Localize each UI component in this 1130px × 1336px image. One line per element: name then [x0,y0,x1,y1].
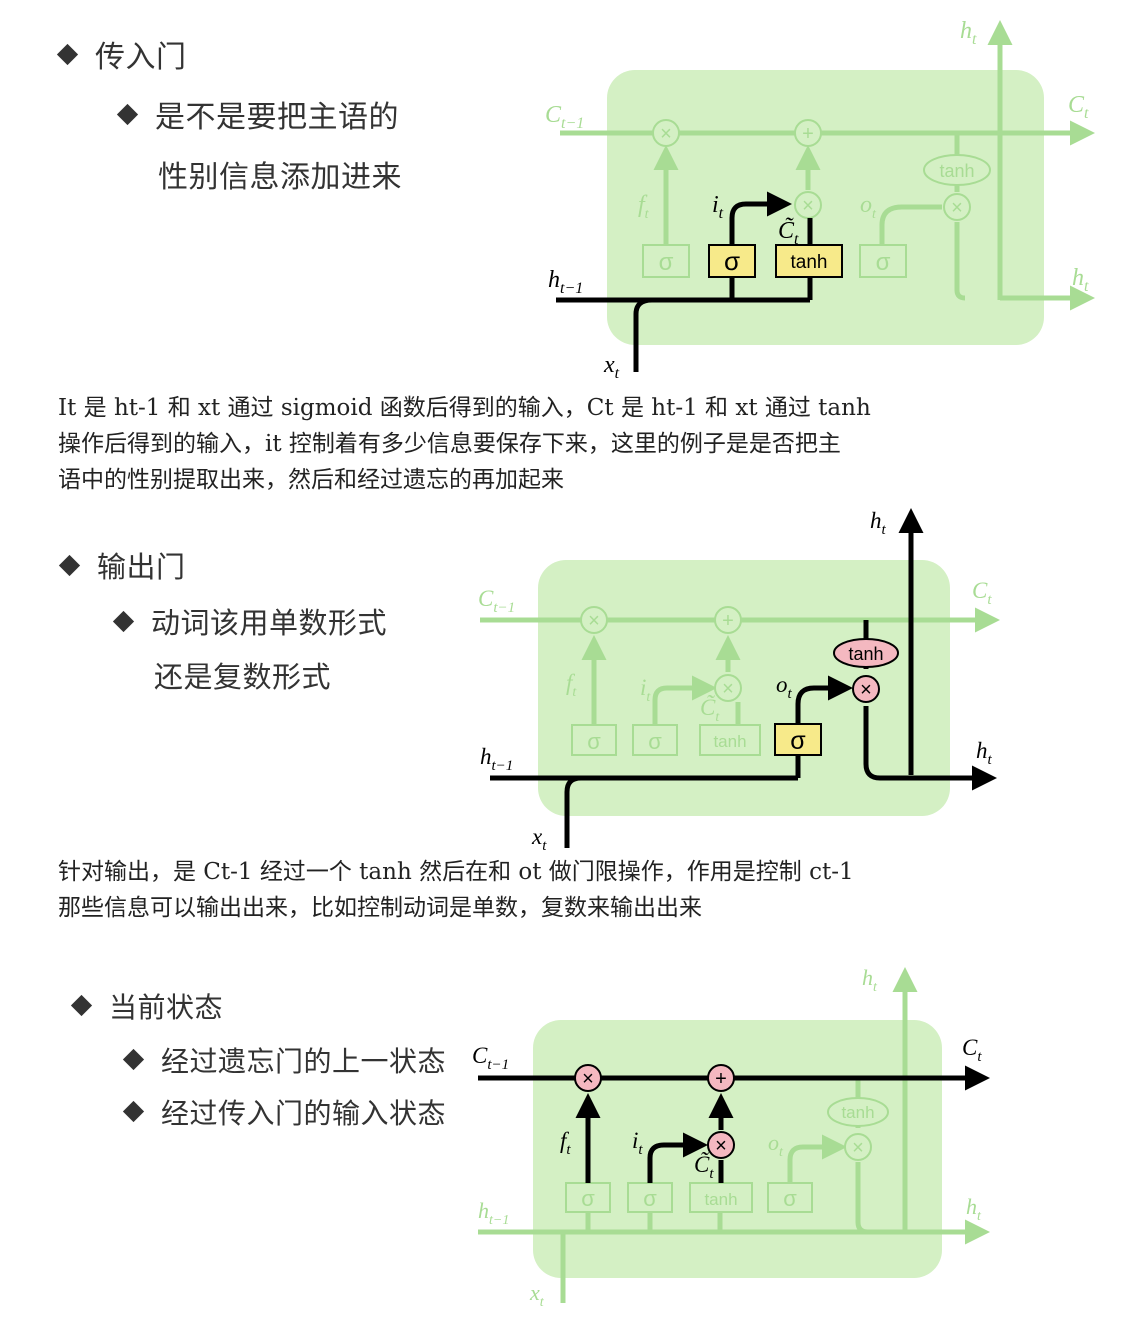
section1-caption-line1: It 是 ht-1 和 xt 通过 sigmoid 函数后得到的输入，Ct 是 … [58,395,871,421]
svg-text:ft: ft [566,670,577,700]
sigma-gate [774,723,822,756]
svg-text:tanh: tanh [841,1103,874,1122]
svg-text:σ: σ [581,1186,595,1211]
svg-text:ht−1: ht−1 [480,744,513,774]
diagram-current-state: σ σ tanh σ tanh × ht ht−1 ht xt ot × + ×… [472,965,990,1310]
svg-text:it: it [640,675,651,705]
svg-text:C̃t: C̃t [778,217,799,248]
diagram-input-gate: × + × × tanh σ σ Ct−1 Ct ht ht ft ot σ [545,18,1095,382]
svg-text:Ct−1: Ct−1 [478,586,515,616]
svg-text:ht−1: ht−1 [548,267,583,297]
svg-text:it: it [712,192,724,222]
svg-text:Ct: Ct [972,578,992,608]
section3-sub2: 经过传入门的输入状态 [122,1092,446,1132]
svg-text:σ: σ [783,1186,797,1211]
tanh-op-label: tanh [848,644,883,664]
sigma-gate-label: σ [790,727,806,755]
multiply-op [574,1064,602,1092]
svg-text:ht: ht [870,508,887,538]
faded-op-glyphs: σ σ tanh σ tanh × [581,1103,874,1211]
svg-text:tanh: tanh [939,161,974,181]
section1-sub1: 是不是要把主语的 [116,92,399,136]
sigma-gate [708,244,756,278]
svg-text:ht−1: ht−1 [478,1198,509,1228]
svg-text:+: + [802,123,814,145]
svg-text:Ct: Ct [962,1035,982,1065]
svg-text:Ct−1: Ct−1 [545,102,584,132]
svg-text:×: × [951,197,963,219]
multiply-op-input-label: × [715,1135,727,1157]
svg-text:tanh: tanh [713,732,746,751]
cell-block [607,70,1044,345]
svg-text:σ: σ [876,249,891,276]
svg-text:tanh: tanh [704,1190,737,1209]
svg-text:σ: σ [648,729,662,754]
tanh-op [833,638,899,668]
diagram-output-gate: × + × σ σ tanh Ct−1 Ct ft it C̃t σ tanh [478,508,1000,854]
multiply-op-label: × [860,679,872,701]
svg-text:×: × [722,678,734,700]
svg-text:ht: ht [976,738,993,768]
svg-text:xt: xt [603,352,620,382]
section1-caption-line3: 语中的性别提取出来，然后和经过遗忘的再加起来 [58,467,564,493]
faded-paths [560,20,1095,311]
svg-text:×: × [852,1137,864,1159]
svg-text:×: × [588,610,600,632]
svg-text:ht: ht [862,965,878,995]
svg-text:σ: σ [587,729,601,754]
svg-text:xt: xt [531,824,547,854]
section2-caption-line2: 那些信息可以输出出来，比如控制动词是单数，复数来输出出来 [58,895,702,921]
svg-text:Ct−1: Ct−1 [472,1043,509,1073]
svg-text:σ: σ [643,1186,657,1211]
svg-text:+: + [722,610,734,632]
active-labels: ht−1 xt it C̃t [548,192,799,382]
svg-text:C̃t: C̃t [700,694,720,725]
section1-sub2: 性别信息添加进来 [158,160,402,195]
tanh-gate-label: tanh [791,252,828,273]
svg-text:ft: ft [638,192,650,222]
svg-text:ht: ht [1072,265,1089,295]
section2-sub1: 动词该用单数形式 [112,600,387,642]
section3-title: 当前状态 [70,986,223,1026]
section2-title: 输出门 [58,544,186,586]
svg-text:×: × [660,123,672,145]
section3-sub1: 经过遗忘门的上一状态 [122,1040,446,1080]
section2-caption-line1: 针对输出，是 Ct-1 经过一个 tanh 然后在和 ot 做门限操作，作用是控… [58,859,854,885]
add-op-label: + [715,1068,727,1090]
section2-sub2: 还是复数形式 [154,660,332,694]
multiply-op-label: × [582,1068,594,1090]
svg-text:σ: σ [659,249,674,276]
faded-labels: Ct−1 Ct ft it C̃t [478,578,992,725]
active-paths [556,191,813,372]
svg-text:xt: xt [529,1280,545,1310]
svg-text:Ct: Ct [1068,92,1089,122]
section1-caption-line2: 操作后得到的输入，it 控制着有多少信息要保存下来，这里的例子是是否把主 [58,431,841,457]
svg-text:it: it [632,1128,643,1158]
sigma-gate-label: σ [724,246,740,276]
faded-op-glyphs: × + × σ σ tanh [587,610,746,754]
faded-op-glyphs: × + × × tanh σ σ [659,123,975,276]
multiply-op-input [707,1131,735,1159]
active-paths [490,508,997,848]
faded-ops [571,606,761,756]
faded-ops [565,1097,889,1213]
multiply-op [852,675,880,703]
svg-text:ht: ht [960,18,977,48]
tanh-gate [775,244,843,278]
svg-text:ht: ht [966,1194,982,1224]
svg-text:C̃t: C̃t [694,1151,714,1182]
svg-text:ft: ft [560,1128,571,1158]
faded-ops [642,119,991,278]
section1-title: 传入门 [56,32,187,76]
add-op [707,1064,735,1092]
active-labels: Ct−1 Ct ft it C̃t [472,1035,982,1182]
cell-block [533,1020,942,1278]
svg-text:×: × [802,195,814,217]
